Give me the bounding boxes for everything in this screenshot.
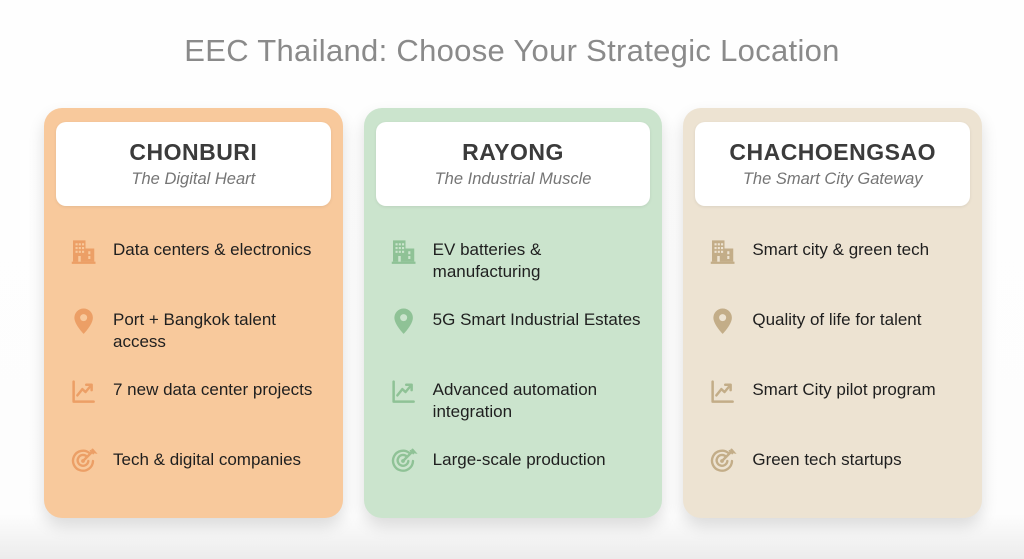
- card-subtitle: The Digital Heart: [131, 170, 256, 188]
- card-subtitle: The Industrial Muscle: [434, 170, 592, 188]
- list-item-text: EV batteries & manufacturing: [432, 240, 542, 282]
- trend-chart-icon: [68, 376, 98, 406]
- list-item-text: Data centers & electronics: [113, 240, 312, 259]
- list-item-text: Smart City pilot program: [752, 380, 936, 399]
- card-subtitle: The Smart City Gateway: [742, 170, 923, 188]
- page-title: EEC Thailand: Choose Your Strategic Loca…: [184, 33, 840, 68]
- card-chachoengsao: CHACHOENGSAO The Smart City Gateway Smar…: [683, 108, 983, 518]
- card-item-list: EV batteries & manufacturing 5G Smart In…: [376, 238, 651, 518]
- list-item: 5G Smart Industrial Estates: [388, 308, 651, 378]
- building-icon: [707, 236, 737, 266]
- trend-chart-icon: [707, 376, 737, 406]
- list-item-text: Tech & digital companies: [113, 450, 302, 469]
- card-chonburi: CHONBURI The Digital Heart Data centers …: [44, 108, 343, 518]
- card-title: CHACHOENGSAO: [729, 139, 936, 165]
- list-item: Smart city & green tech: [707, 238, 970, 308]
- target-icon: [388, 446, 418, 476]
- location-cards: CHONBURI The Digital Heart Data centers …: [44, 108, 983, 518]
- list-item-text: Green tech startups: [752, 450, 902, 469]
- list-item: Green tech startups: [707, 448, 970, 518]
- list-item-text: 7 new data center projects: [113, 380, 313, 399]
- building-icon: [68, 236, 98, 266]
- location-pin-icon: [388, 306, 418, 336]
- list-item: Port + Bangkok talent access: [68, 308, 331, 378]
- list-item-text: Port + Bangkok talent access: [113, 310, 277, 352]
- list-item-text: Quality of life for talent: [752, 310, 922, 329]
- list-item-text: Advanced automation integration: [432, 380, 598, 422]
- card-header: RAYONG The Industrial Muscle: [375, 122, 651, 206]
- target-icon: [68, 446, 98, 476]
- list-item-text: Smart city & green tech: [752, 240, 930, 259]
- list-item-text: 5G Smart Industrial Estates: [432, 310, 641, 329]
- target-icon: [707, 446, 737, 476]
- location-pin-icon: [68, 306, 98, 336]
- list-item: Quality of life for talent: [707, 308, 970, 378]
- building-icon: [388, 236, 418, 266]
- list-item: Advanced automation integration: [388, 378, 651, 448]
- list-item: Data centers & electronics: [68, 238, 331, 308]
- trend-chart-icon: [388, 376, 418, 406]
- card-item-list: Data centers & electronics Port + Bangko…: [56, 238, 331, 518]
- list-item: Large-scale production: [388, 448, 651, 518]
- list-item-text: Large-scale production: [432, 450, 606, 469]
- list-item: Tech & digital companies: [68, 448, 331, 518]
- card-title: RAYONG: [462, 139, 564, 165]
- card-rayong: RAYONG The Industrial Muscle EV batterie…: [363, 108, 663, 518]
- location-pin-icon: [707, 306, 737, 336]
- card-title: CHONBURI: [129, 139, 258, 165]
- card-header: CHONBURI The Digital Heart: [56, 122, 331, 206]
- list-item: EV batteries & manufacturing: [388, 238, 651, 308]
- list-item: 7 new data center projects: [68, 378, 331, 448]
- card-item-list: Smart city & green tech Quality of life …: [695, 238, 970, 518]
- card-header: CHACHOENGSAO The Smart City Gateway: [695, 122, 971, 206]
- list-item: Smart City pilot program: [707, 378, 970, 448]
